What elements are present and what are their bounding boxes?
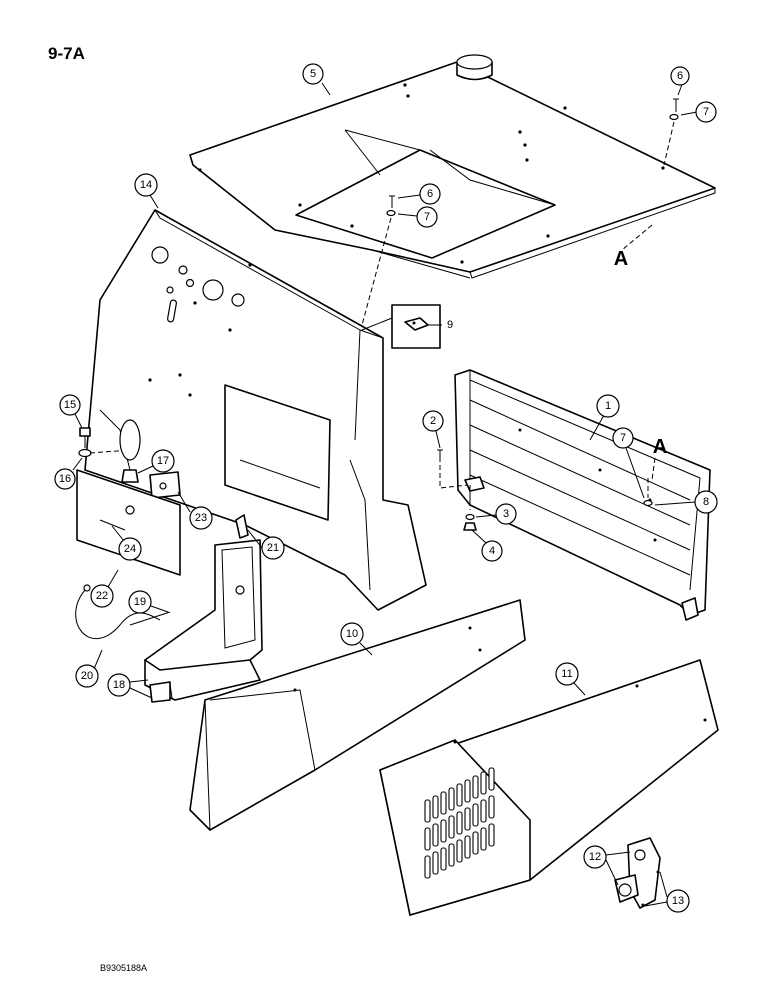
svg-text:3: 3 [503, 508, 509, 520]
svg-text:18: 18 [113, 679, 125, 691]
callout-17: 17 [137, 449, 175, 474]
callout-24: 24 [111, 525, 142, 561]
svg-text:20: 20 [81, 670, 93, 682]
middle-bolt-washer [361, 195, 396, 326]
svg-text:8: 8 [703, 496, 709, 508]
svg-text:11: 11 [561, 668, 572, 680]
callout-18: 18 [107, 673, 153, 699]
svg-text:19: 19 [134, 596, 146, 608]
cable-assembly [75, 584, 161, 640]
bolt-and-washer-top-right [663, 98, 679, 166]
callout-16: 16 [54, 457, 83, 490]
right-support-frame [454, 369, 711, 621]
callout-8: 8 [654, 490, 718, 514]
callout-11: 11 [555, 662, 586, 696]
svg-text:12: 12 [589, 851, 601, 863]
svg-text:4: 4 [489, 545, 495, 557]
svg-text:7: 7 [620, 432, 626, 444]
callout-6-middle: 6 [397, 183, 441, 205]
svg-text:7: 7 [424, 211, 430, 223]
left-hardware [78, 419, 181, 499]
svg-text:24: 24 [124, 543, 136, 555]
frame-hardware [437, 449, 653, 531]
top-cover-plate [189, 54, 716, 279]
svg-text:10: 10 [346, 628, 358, 640]
svg-text:22: 22 [96, 590, 108, 602]
callout-3: 3 [475, 503, 517, 525]
callout-23: 23 [177, 491, 213, 530]
callout-15: 15 [59, 394, 83, 429]
callout-21: 21 [247, 529, 285, 560]
control-plate [76, 469, 181, 576]
callout-1: 1 [589, 394, 620, 441]
svg-text:16: 16 [59, 473, 71, 485]
svg-text:6: 6 [677, 70, 683, 82]
callout-10: 10 [340, 622, 373, 656]
callout-19: 19 [128, 590, 169, 614]
svg-text:5: 5 [310, 68, 316, 80]
callout-7-frame: 7 [612, 427, 645, 499]
svg-text:7: 7 [703, 106, 709, 118]
figure-number: 9-7A [48, 44, 85, 63]
callout-2: 2 [422, 410, 444, 449]
hinge-bracket [614, 837, 661, 909]
reference-marker-a-top: A [614, 248, 628, 270]
callout-20: 20 [75, 649, 103, 688]
right-lower-shroud [379, 659, 719, 916]
callout-9: 9 [428, 319, 453, 331]
svg-text:13: 13 [672, 895, 684, 907]
vent-grille [424, 767, 495, 879]
svg-text:21: 21 [267, 542, 279, 554]
svg-text:6: 6 [427, 188, 433, 200]
left-lower-shroud [189, 599, 526, 831]
battery-tray [129, 514, 263, 703]
callout-5: 5 [302, 63, 331, 96]
callout-7-middle: 7 [397, 206, 438, 228]
callout-22: 22 [90, 569, 119, 608]
callout-4: 4 [471, 529, 503, 562]
callout-6-top: 6 [670, 66, 690, 96]
svg-text:17: 17 [157, 455, 169, 467]
callout-12: 12 [583, 845, 631, 886]
svg-text:14: 14 [140, 179, 152, 191]
svg-text:2: 2 [430, 415, 436, 427]
svg-text:9: 9 [447, 319, 453, 331]
reference-marker-a-frame: A [653, 436, 667, 458]
clip-detail-box [361, 304, 441, 349]
rear-panel [84, 209, 427, 611]
svg-text:23: 23 [195, 512, 207, 524]
callout-7-top: 7 [680, 101, 717, 123]
svg-text:15: 15 [64, 399, 76, 411]
svg-text:1: 1 [605, 400, 611, 412]
callout-13: 13 [644, 871, 690, 913]
callout-14: 14 [134, 173, 159, 209]
drawing-code: B9305188A [100, 963, 148, 973]
